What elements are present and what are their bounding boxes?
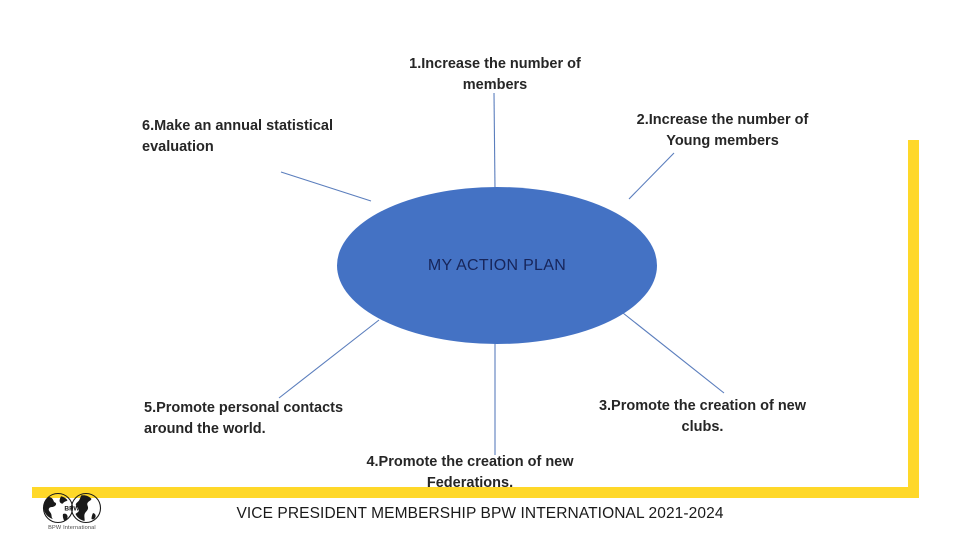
center-ellipse-label: MY ACTION PLAN [427,256,567,274]
node-label-6: 6.Make an annual statistical evaluation [142,118,333,155]
center-ellipse: MY ACTION PLAN [337,187,657,344]
node-label-2: 2.Increase the number of Young members [636,112,809,149]
node-label-5: 5.Promote personal contacts around the w… [144,400,344,437]
footer-title: VICE PRESIDENT MEMBERSHIP BPW INTERNATIO… [236,505,724,522]
connector-line-5 [278,319,380,399]
connector-line-1 [493,92,496,190]
connector-line-3 [622,312,725,394]
logo-caption: BPW International [48,525,96,531]
yellow-border-vertical [908,140,919,498]
node-label-4: 4.Promote the creation of new Federation… [366,454,574,491]
bpw-logo: BPW BPW International [33,492,111,536]
yellow-border-horizontal [32,487,919,498]
connector-line-6 [280,171,372,202]
globe-icon: BPW [42,492,102,524]
node-label-3: 3.Promote the creation of new clubs. [598,398,807,435]
connector-line-2 [628,152,675,200]
logo-monogram: BPW [64,506,80,513]
node-label-1: 1.Increase the number of members [409,56,581,93]
